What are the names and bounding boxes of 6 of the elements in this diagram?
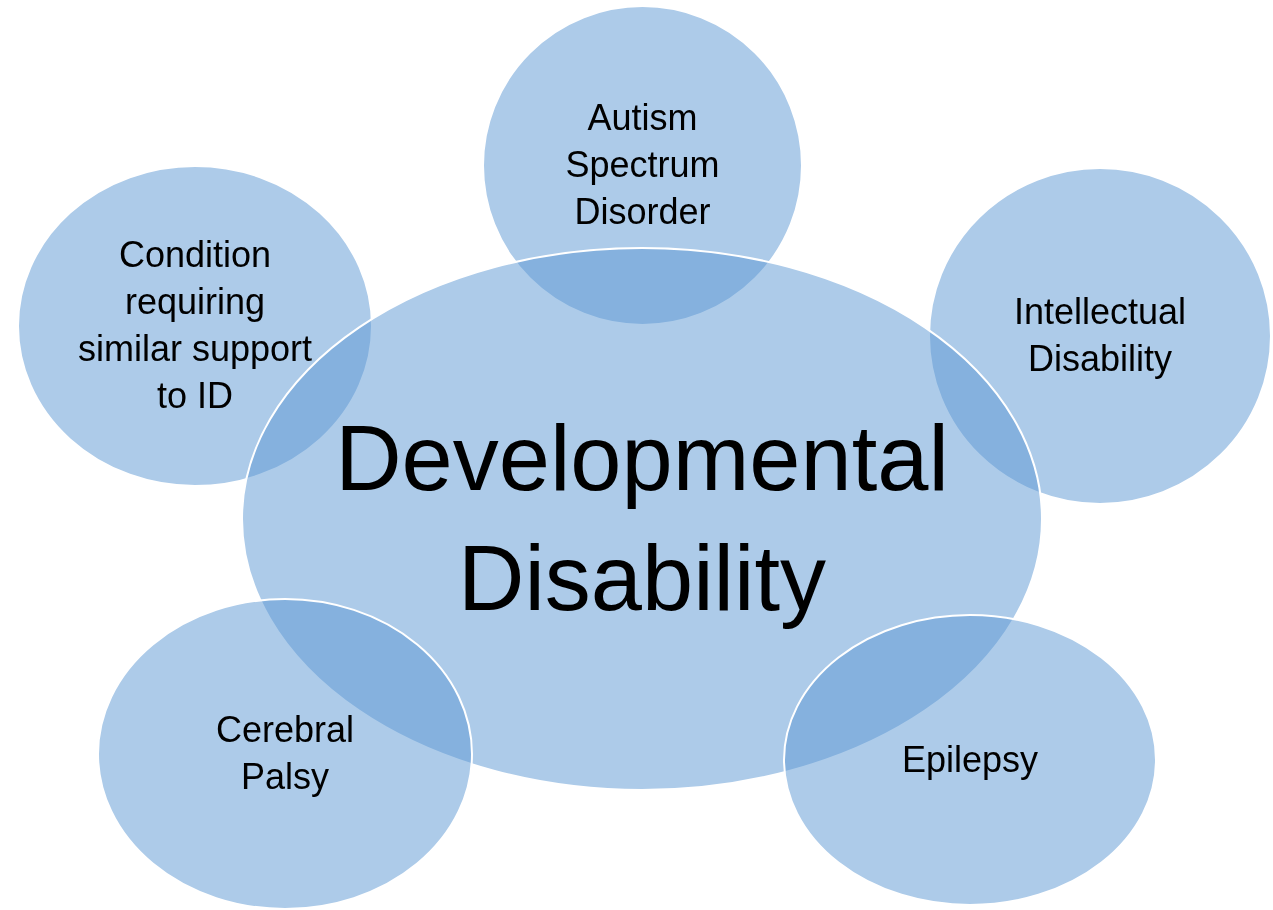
node-label: Condition requiring similar support to ID	[76, 233, 314, 418]
node-label: Developmental Disability	[334, 406, 950, 631]
node-label: Intellectual Disability	[1012, 290, 1188, 381]
node-label: Cerebral Palsy	[214, 708, 356, 799]
node-label: Autism Spectrum Disorder	[564, 96, 721, 234]
node-label: Epilepsy	[901, 737, 1039, 782]
